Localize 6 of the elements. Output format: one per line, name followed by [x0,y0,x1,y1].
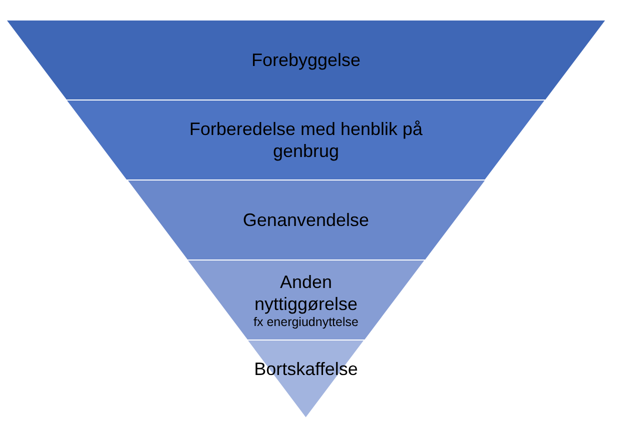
band-label: Bortskaffelse [254,358,358,380]
band-label: Genanvendelse [242,209,370,231]
band-label: Forberedelse med henblik på genbrug [188,118,424,162]
band-note: fx energiudnyttelse [254,314,358,330]
band-label: Anden nyttiggørelse [253,270,358,314]
band-label: Forebyggelse [251,49,361,71]
